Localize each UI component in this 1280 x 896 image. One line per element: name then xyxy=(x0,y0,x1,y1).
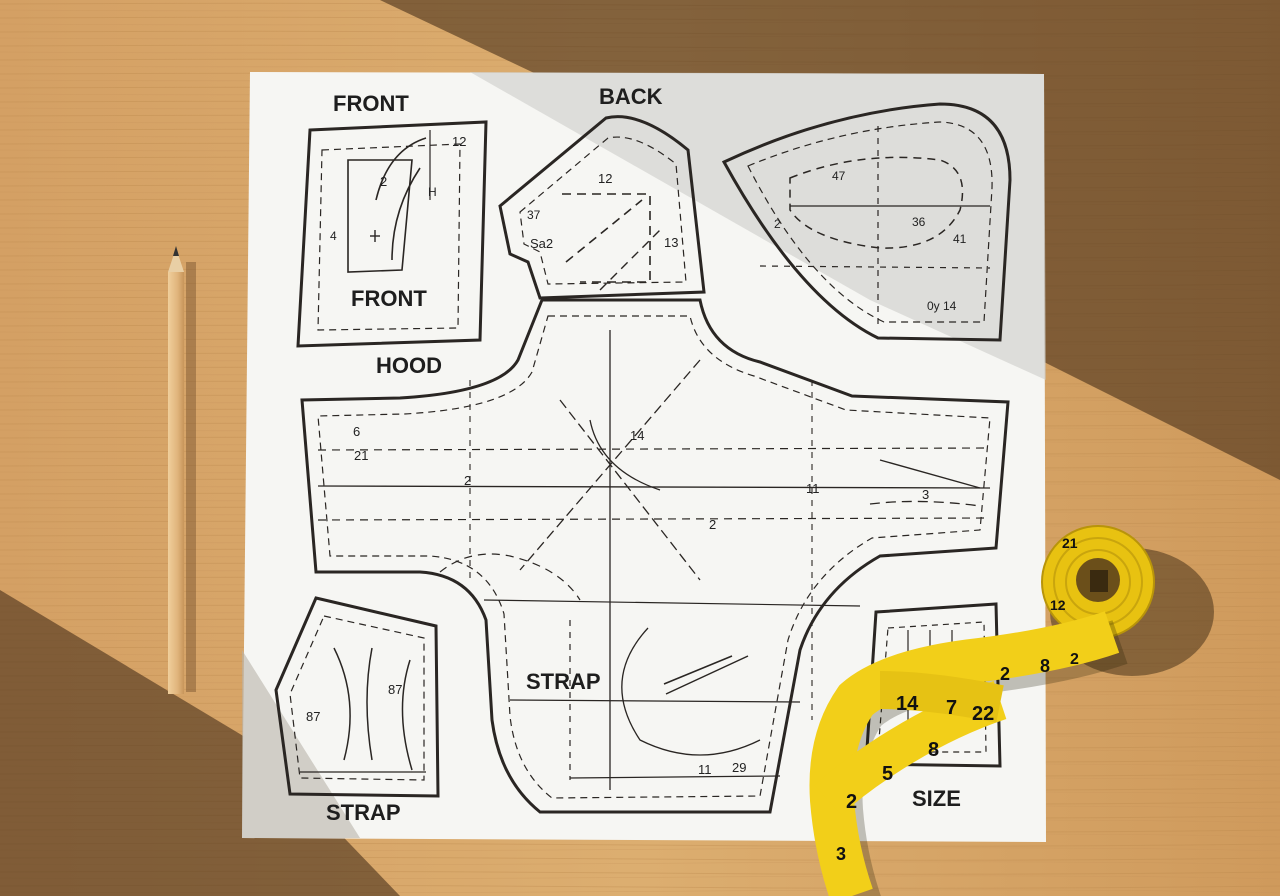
body-annot-29: 29 xyxy=(732,760,746,775)
front-annot-2: 2 xyxy=(380,174,387,189)
tape-num-21: 21 xyxy=(1062,535,1078,551)
back-annot-sa2: Sa2 xyxy=(530,236,553,251)
tape-num-12: 12 xyxy=(1050,597,1066,613)
pencil[interactable] xyxy=(168,246,196,694)
tape-num-3: 3 xyxy=(836,844,846,864)
tape-num-5: 5 xyxy=(882,763,893,785)
front-piece xyxy=(296,120,488,348)
body-annot-14: 14 xyxy=(630,428,644,443)
oval-annot-2: 2 xyxy=(774,217,781,231)
strap-annot-87a: 87 xyxy=(306,709,320,724)
oval-annot-47: 47 xyxy=(832,169,846,183)
body-annot-11a: 11 xyxy=(806,481,820,496)
body-annot-3: 3 xyxy=(922,487,929,502)
strap-body-label: STRAP xyxy=(526,669,601,694)
back-title: BACK xyxy=(599,84,663,109)
oval-annot-41: 41 xyxy=(953,232,967,246)
body-annot-2b: 2 xyxy=(709,517,716,532)
front-annot-4: 4 xyxy=(330,229,337,243)
body-annot-11b: 11 xyxy=(698,762,712,777)
shadow-top-right xyxy=(380,0,1280,480)
body-annot-6: 6 xyxy=(353,424,360,439)
size-title: SIZE xyxy=(912,786,961,811)
oval-annot-0y14: 0y 14 xyxy=(927,299,957,313)
tape-num-8a: 8 xyxy=(928,739,939,761)
measuring-tape[interactable] xyxy=(809,525,1214,896)
body-annot-2a: 2 xyxy=(464,473,471,488)
pattern-sheet xyxy=(242,72,1046,842)
tape-num-2a: 2 xyxy=(846,791,857,813)
tape-num-7: 7 xyxy=(946,697,957,719)
front-title: FRONT xyxy=(333,91,409,116)
front-annot-h: H xyxy=(428,185,437,199)
hood-oval-piece xyxy=(721,102,1012,342)
back-annot-12: 12 xyxy=(598,171,612,186)
body-annot-21: 21 xyxy=(354,448,368,463)
strap-bottom-title: STRAP xyxy=(326,800,401,825)
back-piece xyxy=(498,115,706,300)
tape-num-2c: 2 xyxy=(1070,651,1079,668)
oval-annot-36: 36 xyxy=(912,215,926,229)
back-annot-13: 13 xyxy=(664,235,678,250)
strap-annot-87b: 87 xyxy=(388,682,402,697)
front-inner-label: FRONT xyxy=(351,286,427,311)
back-annot-37: 37 xyxy=(527,208,541,222)
tape-num-2b: 2 xyxy=(1000,664,1010,684)
body-piece xyxy=(300,298,1010,814)
tape-num-22: 22 xyxy=(972,703,994,725)
hood-title: HOOD xyxy=(376,353,442,378)
tape-num-14: 14 xyxy=(896,693,919,715)
tape-num-8b: 8 xyxy=(1040,656,1050,676)
front-annot-12: 12 xyxy=(452,134,466,149)
strap-piece xyxy=(274,596,440,798)
